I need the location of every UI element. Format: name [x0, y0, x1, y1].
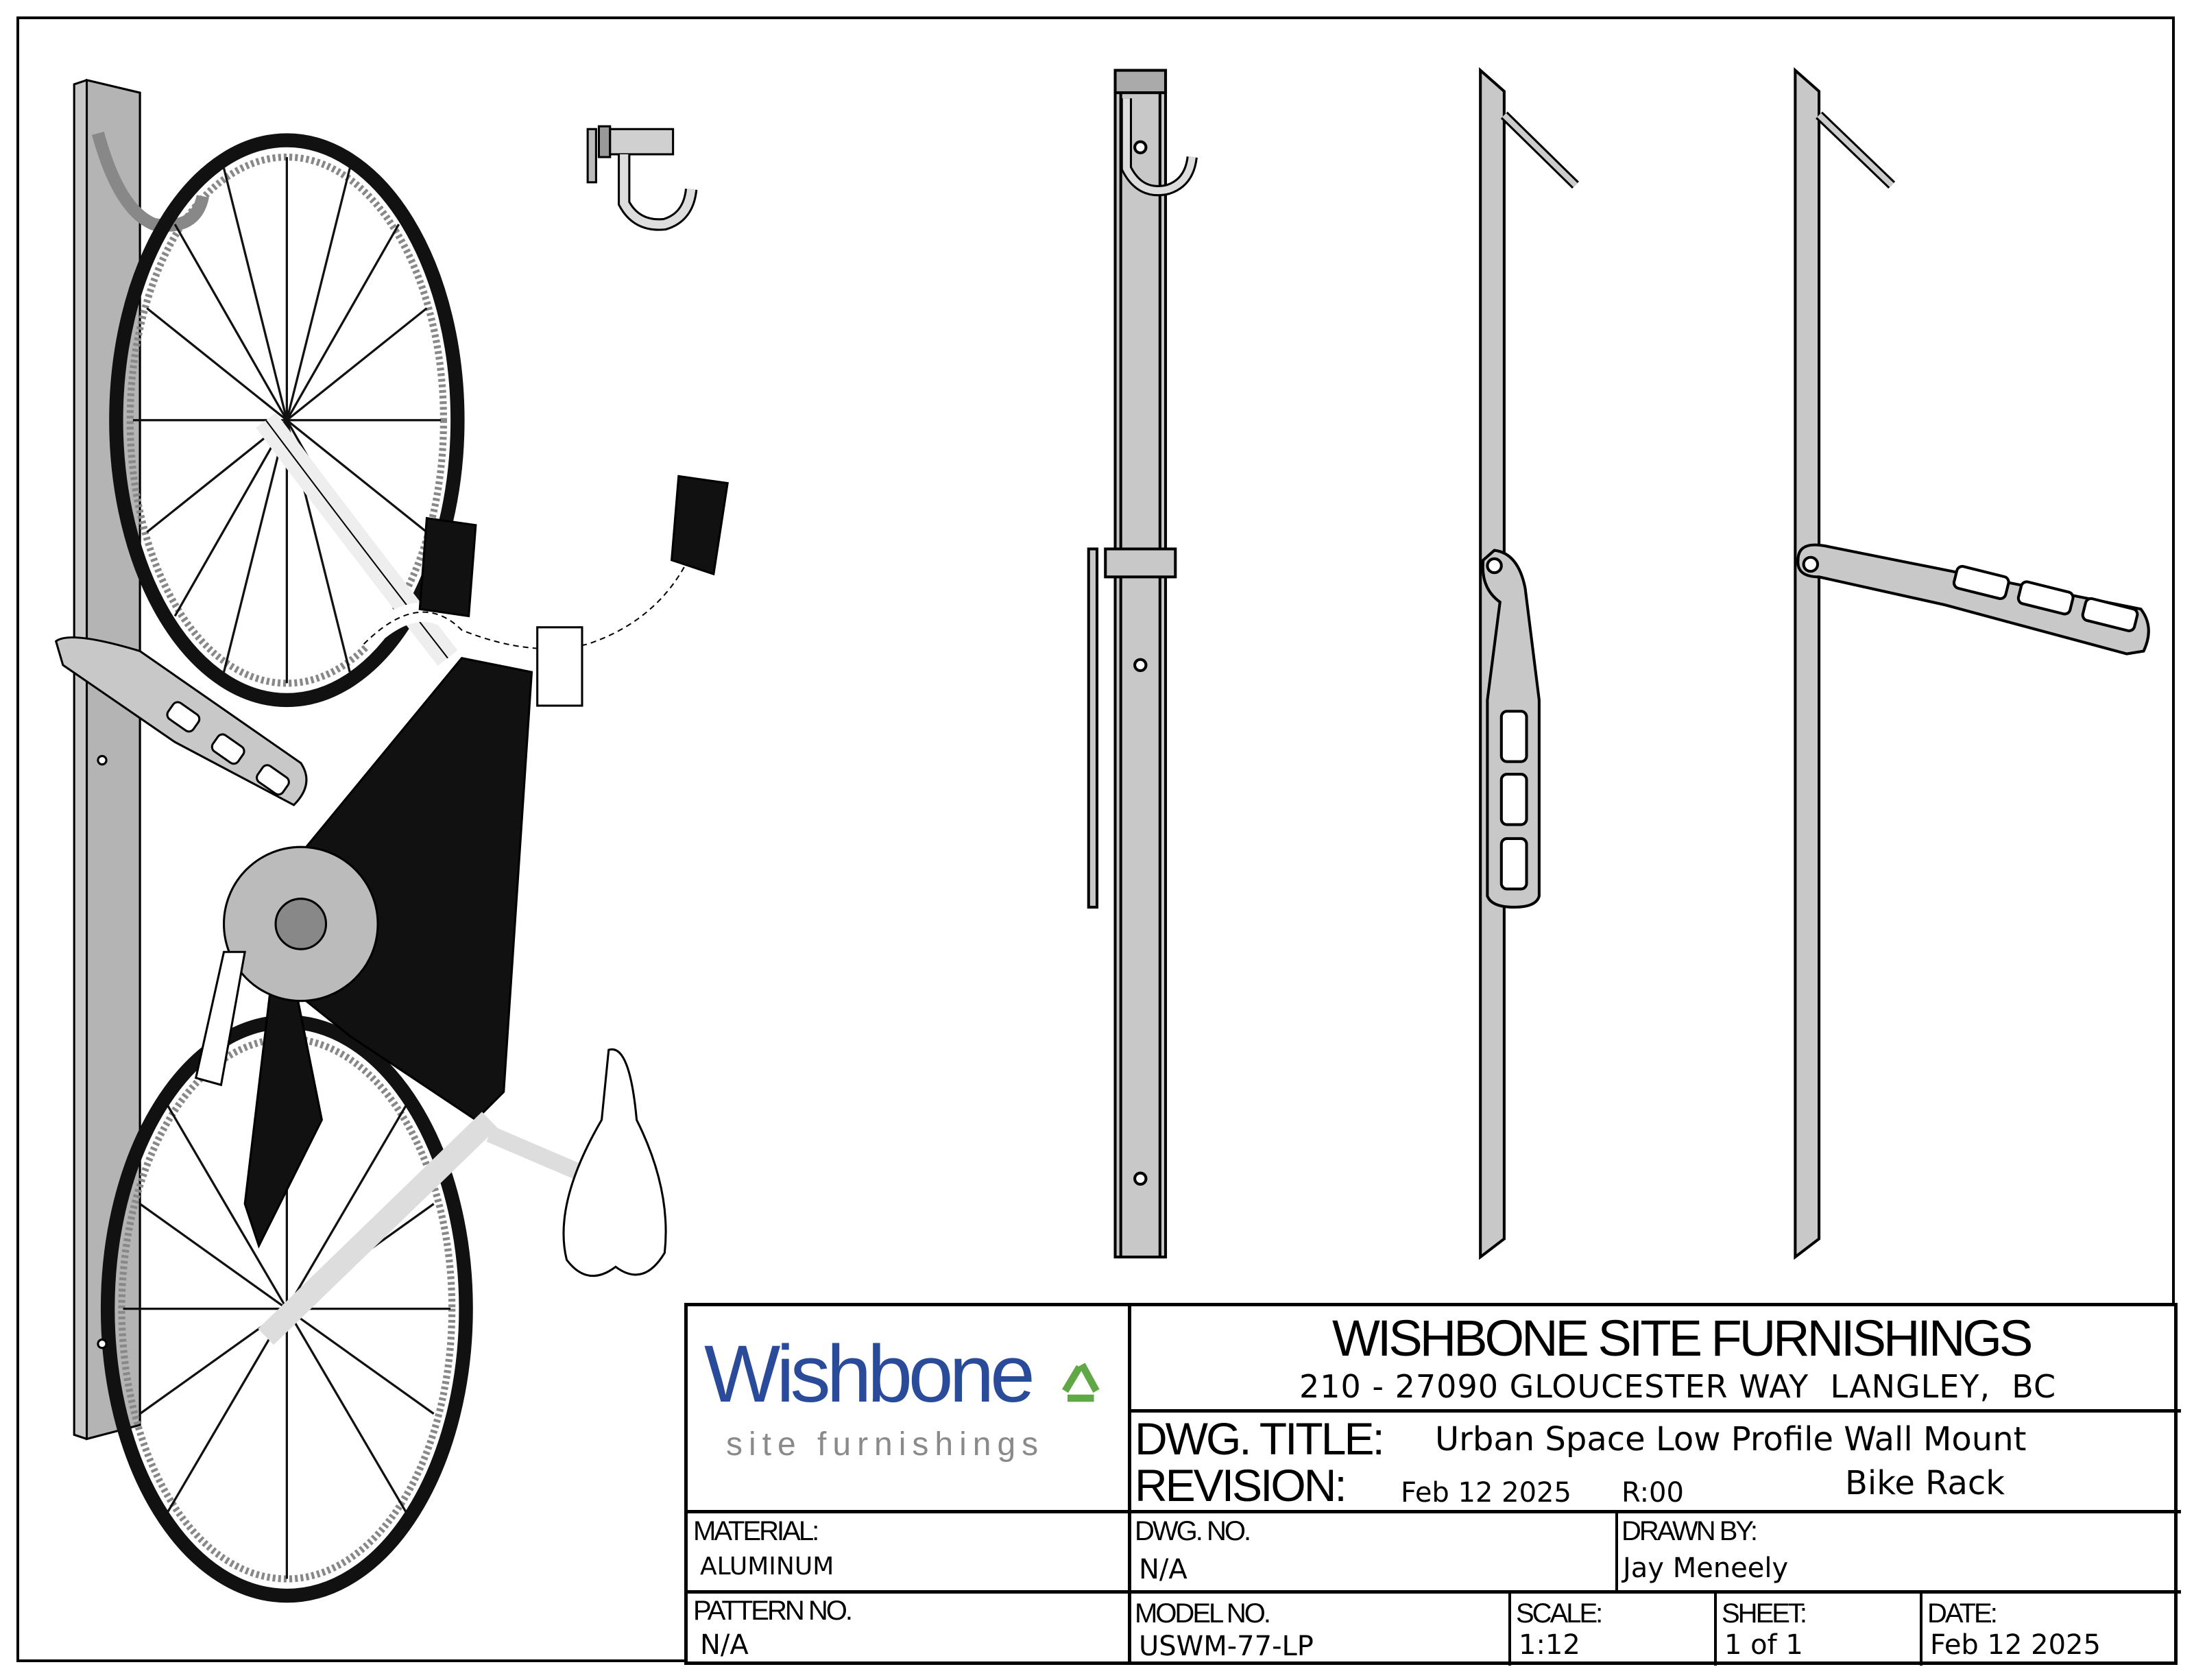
dwg-title-line1: Urban Space Low Profile Wall Mount	[1435, 1420, 2027, 1459]
dwg-title-label: DWG. TITLE:	[1135, 1413, 1385, 1464]
top-hook	[91, 131, 209, 232]
dwg-no-label: DWG. NO.	[1135, 1516, 1251, 1546]
dwg-title-line2: Bike Rack	[1845, 1464, 2005, 1502]
date-value: Feb 12 2025	[1930, 1629, 2101, 1661]
front-wheel	[109, 133, 465, 708]
dwg-no-value: N/A	[1139, 1554, 1188, 1585]
date-label: DATE:	[1927, 1598, 1998, 1629]
saddle	[562, 1048, 667, 1277]
drawn-by-label: DRAWN BY:	[1622, 1516, 1758, 1546]
scale-value: 1:12	[1519, 1629, 1580, 1661]
model-no-value: USWM-77-LP	[1139, 1631, 1314, 1662]
material-value: ALUMINUM	[700, 1552, 834, 1581]
title-block: Wishbone site furnishings WISHBONE SITE …	[684, 1303, 2181, 1666]
revision-date: Feb 12 2025	[1401, 1477, 1571, 1509]
company-address: 210 - 27090 GLOUCESTER WAY LANGLEY, BC	[1299, 1368, 2057, 1405]
company-name: WISHBONE SITE FURNISHINGS	[1332, 1310, 2033, 1367]
recycle-icon	[1061, 1363, 1100, 1402]
company-logo: Wishbone site furnishings	[688, 1306, 1128, 1510]
drawn-by-value: Jay Meneely	[1623, 1552, 1789, 1584]
revision-label: REVISION:	[1135, 1460, 1347, 1511]
side-view-folded	[1479, 67, 1579, 1260]
revision-number: R:00	[1622, 1477, 1684, 1509]
hook-detail	[586, 125, 698, 231]
pattern-no-value: N/A	[700, 1629, 749, 1661]
sheet-label: SHEET:	[1722, 1598, 1807, 1629]
sheet-value: 1 of 1	[1724, 1629, 1803, 1661]
scale-label: SCALE:	[1516, 1598, 1603, 1629]
model-no-label: MODEL NO.	[1135, 1598, 1271, 1629]
isometric-view	[54, 78, 729, 1603]
front-view	[1087, 69, 1198, 1259]
side-view-extended	[1794, 67, 2150, 1260]
logo-tagline: site furnishings	[726, 1426, 1045, 1463]
material-label: MATERIAL:	[693, 1516, 819, 1546]
logo-wordmark: Wishbone	[704, 1329, 1035, 1419]
pattern-no-label: PATTERN NO.	[693, 1596, 853, 1626]
